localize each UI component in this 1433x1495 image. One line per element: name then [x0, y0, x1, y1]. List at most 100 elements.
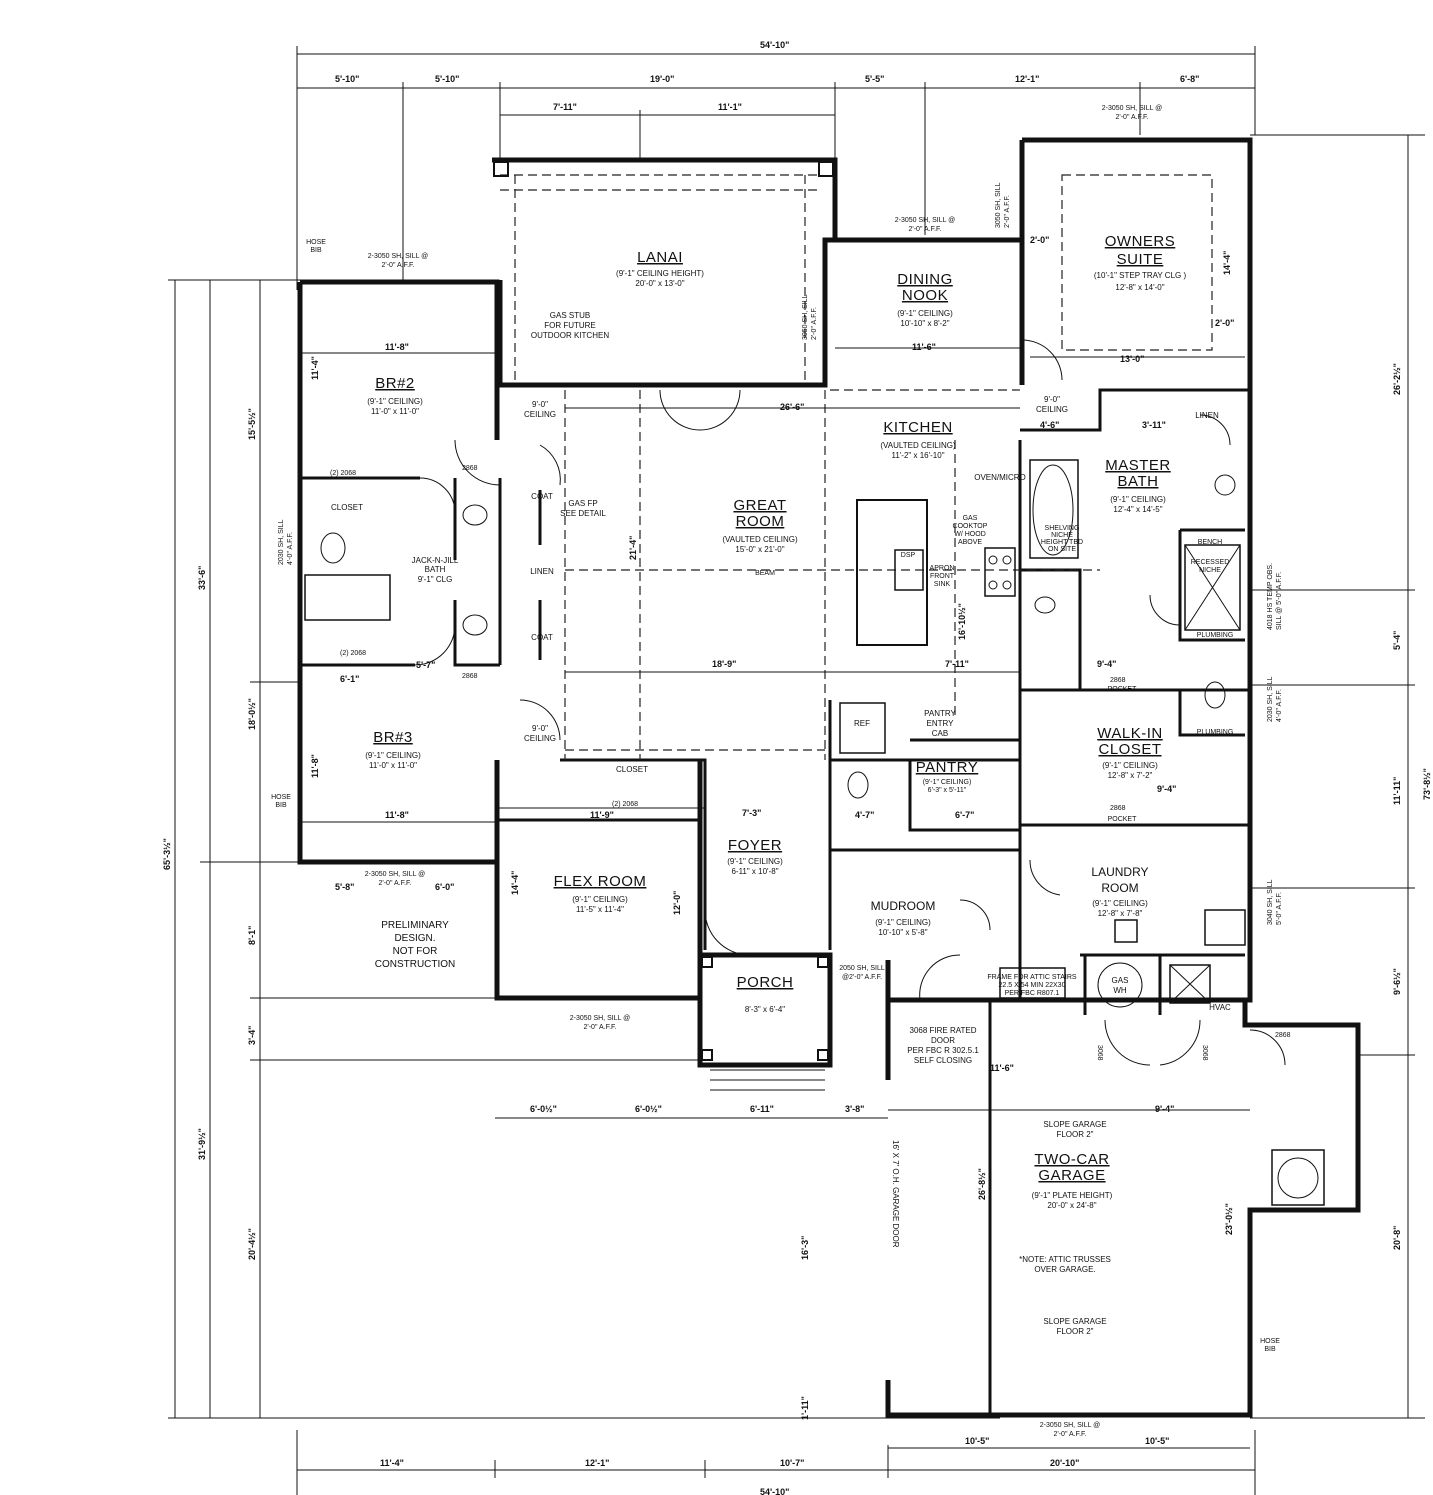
dim-porch-1: 6'-0½"	[530, 1104, 557, 1114]
door-3068-a: 3068	[1096, 1045, 1103, 1061]
dim-left-br3: 18'-0½"	[247, 698, 257, 730]
pantry-name: PANTRY	[916, 759, 978, 776]
niche-1: RECESSED	[1191, 559, 1230, 566]
great-name-1: GREAT	[733, 497, 786, 514]
hose-bib-1a: HOSE	[306, 239, 326, 246]
win-br3-1: 2-3050 SH, SILL @	[365, 871, 426, 878]
dim-top-3: 19'-0"	[650, 74, 674, 84]
great-ceiling: (VAULTED CEILING)	[722, 535, 798, 544]
idim-ceil-6: CEILING	[1036, 405, 1068, 414]
beam-lines	[564, 174, 1213, 760]
room-walkin: WALK-IN CLOSET (9'-1" CEILING) 12'-8" x …	[1097, 725, 1162, 780]
laundry-name-1: LAUNDRY	[1091, 865, 1148, 879]
flex-size: 11'-5" x 11'-4"	[576, 905, 624, 914]
cooktop-4: ABOVE	[958, 539, 982, 546]
fire-door-1: 3068 FIRE RATED	[910, 1026, 977, 1035]
attic-note-1: *NOTE: ATTIC TRUSSES	[1019, 1255, 1111, 1264]
attic-frame-1: FRAME FOR ATTIC STAIRS	[987, 974, 1077, 981]
shelving-2: NICHE	[1051, 532, 1073, 539]
door-2068-a: (2) 2068	[330, 470, 356, 477]
laundry-ceiling: (9'-1" CEILING)	[1092, 899, 1148, 908]
cooktop-3: W/ HOOD	[954, 531, 986, 538]
idim-great-height: 21'-4"	[628, 536, 638, 560]
gas-wh-1: GAS	[1112, 976, 1129, 985]
win-laundry-right-2: 5'-0" A.F.F.	[1276, 892, 1283, 925]
cooktop-2: COOKTOP	[953, 523, 988, 530]
shelving-3: HEIGHT TBD	[1041, 539, 1083, 546]
foyer-size: 6-11" x 10'-8"	[731, 867, 778, 876]
mudroom-name: MUDROOM	[871, 899, 936, 913]
idim-ceil-2: CEILING	[524, 410, 556, 419]
dining-name-2: NOOK	[902, 287, 948, 304]
pantry-ceiling: (9'-1" CEILING)	[923, 779, 972, 786]
mbath-name-1: MASTER	[1105, 457, 1171, 474]
win-owners-2: 2'-0" A.F.F.	[1115, 114, 1148, 121]
idim-br3-width: 11'-8"	[385, 810, 409, 820]
door-2068-c: (2) 2068	[612, 801, 638, 808]
dim-top-5: 12'-1"	[1015, 74, 1039, 84]
room-br3: BR#3 (9'-1" CEILING) 11'-0" x 11'-0"	[365, 729, 421, 770]
linen-1: LINEN	[530, 567, 554, 576]
idim-wc-width: 4'-7"	[855, 810, 874, 820]
mudroom-ceiling: (9'-1" CEILING)	[875, 918, 931, 927]
win-dining-1: 2-3050 SH, SILL @	[895, 217, 956, 224]
plumbing-1: PLUMBING	[1197, 632, 1234, 639]
hose-bib-2b: BIB	[275, 802, 287, 809]
lanai-name: LANAI	[637, 249, 683, 266]
dim-lanai-2: 11'-1"	[718, 102, 742, 112]
idim-br3-height: 11'-8"	[310, 754, 320, 778]
door-3068-b: 3068	[1201, 1045, 1208, 1061]
win-lanai-side-1: 3050 SH, SILL	[802, 294, 809, 340]
hvac-icon	[1169, 964, 1211, 1004]
porch-size: 8'-3" x 6'-4"	[745, 1005, 785, 1014]
br2-size: 11'-0" x 11'-0"	[371, 407, 419, 416]
apron-2: FRONT	[930, 573, 955, 580]
pantry-size: 6'-3" x 5'-11"	[928, 787, 967, 794]
win-br2-1: 2-3050 SH, SILL @	[368, 253, 429, 260]
garage-ceiling: (9'-1" PLATE HEIGHT)	[1032, 1191, 1113, 1200]
idim-ceil-5: 9'-0"	[1044, 395, 1060, 404]
kitchen-name: KITCHEN	[883, 419, 952, 436]
dim-garage-bottom-1: 10'-5"	[965, 1436, 989, 1446]
win-lanai-side-2: 2'-0" A.F.F.	[811, 307, 818, 340]
window-callouts: 2-3050 SH, SILL @ 2'-0" A.F.F. 2-3050 SH…	[278, 105, 1283, 1438]
win-owners-side-1: 3050 SH, SILL	[995, 182, 1002, 228]
idim-linen: 3'-11"	[1142, 420, 1166, 430]
owners-ceiling: (10'-1" STEP TRAY CLG )	[1094, 271, 1187, 280]
room-br2: BR#2 (9'-1" CEILING) 11'-0" x 11'-0"	[367, 375, 423, 416]
water-heater-icon	[1097, 962, 1143, 1008]
shelving-1: SHELVING	[1045, 525, 1080, 532]
flex-name: FLEX ROOM	[554, 873, 647, 890]
apron-3: SINK	[934, 581, 951, 588]
cooktop-1: GAS	[963, 515, 978, 522]
notes: PRELIMINARY DESIGN. NOT FOR CONSTRUCTION…	[271, 239, 1280, 1353]
br3-name: BR#3	[373, 729, 413, 746]
idim-garage-1: 11'-6"	[990, 1063, 1014, 1073]
gas-fp-2: SEE DETAIL	[560, 509, 606, 518]
lanai-ceiling: (9'-1" CEILING HEIGHT)	[616, 269, 704, 278]
win-bath-left-2: 4'-0" A.F.F.	[287, 532, 294, 565]
prelim-4: CONSTRUCTION	[375, 959, 456, 970]
idim-br2-height: 11'-4"	[310, 356, 320, 380]
pantry-cab-3: CAB	[932, 729, 948, 738]
great-size: 15'-0" x 21'-0"	[735, 545, 784, 554]
hvac-label: HVAC	[1209, 1003, 1231, 1012]
win-owners-side-2: 2'-0" A.F.F.	[1004, 195, 1011, 228]
gas-stub-1: GAS STUB	[550, 311, 590, 320]
pantry-cab-1: PANTRY	[924, 709, 956, 718]
room-dining: DINING NOOK (9'-1" CEILING) 10'-10" x 8'…	[897, 271, 953, 328]
br2-ceiling: (9'-1" CEILING)	[367, 397, 423, 406]
dim-left-drive: 20'-4½"	[247, 1228, 257, 1260]
door-2868-d: 2868	[1110, 805, 1126, 812]
attic-note-2: OVER GARAGE.	[1034, 1265, 1095, 1274]
room-laundry: LAUNDRY ROOM (9'-1" CEILING) 12'-8" x 7'…	[1091, 865, 1148, 918]
gas-fp-1: GAS FP	[568, 499, 597, 508]
foyer-ceiling: (9'-1" CEILING)	[727, 857, 783, 866]
closet-br2: CLOSET	[331, 503, 363, 512]
bench-label: BENCH	[1198, 539, 1223, 546]
doors	[414, 339, 1286, 1066]
idim-drive-height: 16'-3"	[800, 1236, 810, 1260]
coat-1: COAT	[531, 492, 553, 501]
room-lanai: LANAI (9'-1" CEILING HEIGHT) 20'-0" x 13…	[616, 249, 704, 288]
idim-ceil-4: CEILING	[524, 734, 556, 743]
